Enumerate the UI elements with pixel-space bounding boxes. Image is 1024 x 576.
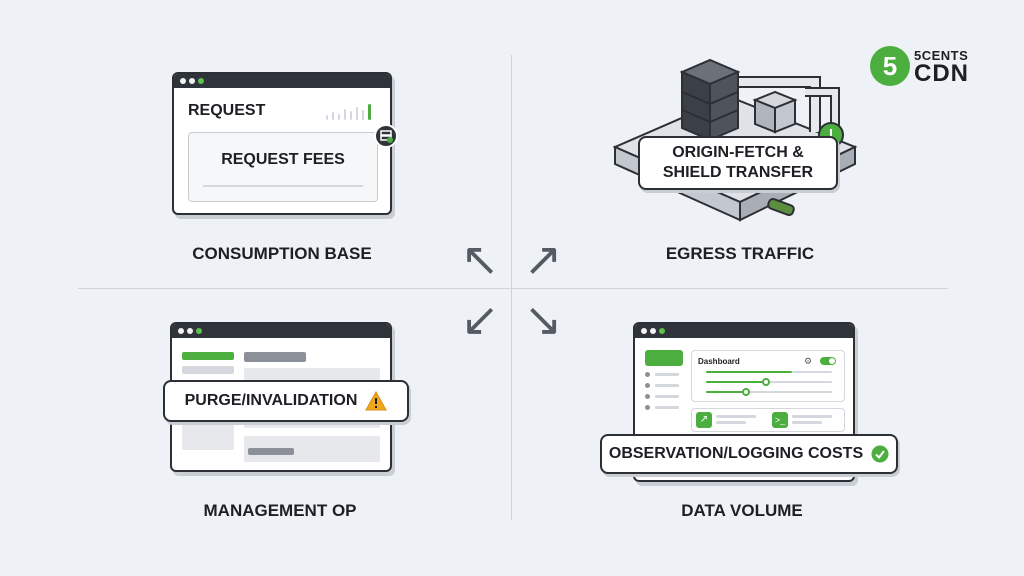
horizontal-divider xyxy=(78,288,948,289)
vertical-divider xyxy=(511,55,512,520)
request-fees-label: REQUEST FEES xyxy=(221,151,345,168)
request-fees-card: REQUEST FEES xyxy=(188,132,378,202)
toggle-switch xyxy=(820,357,836,365)
origin-fetch-line1: ORIGIN-FETCH & xyxy=(672,144,804,161)
check-circle-icon xyxy=(871,445,889,463)
arrow-down-right-icon: ↘ xyxy=(523,293,563,345)
trend-icon: ↗ xyxy=(696,412,712,428)
arrow-down-left-icon: ↙ xyxy=(460,293,500,345)
arrow-up-left-icon: ↖ xyxy=(460,233,500,285)
logo-mark: 5 xyxy=(870,46,910,86)
purge-invalidation-pill: PURGE/INVALIDATION xyxy=(163,380,409,422)
warning-icon xyxy=(365,391,388,411)
dashboard-stats-row: ↗ >_ xyxy=(691,408,845,432)
logo-text-top: 5CENTS xyxy=(914,48,969,63)
server-clock-icon xyxy=(374,124,398,148)
caption-data-volume: DATA VOLUME xyxy=(681,501,803,520)
mini-bar-graph xyxy=(326,104,382,120)
observation-logging-label: OBSERVATION/LOGGING COSTS xyxy=(608,445,864,462)
origin-fetch-pill: ORIGIN-FETCH & SHIELD TRANSFER xyxy=(638,136,838,190)
caption-consumption-base: CONSUMPTION BASE xyxy=(192,244,372,263)
window-titlebar xyxy=(635,324,853,338)
request-window-title: REQUEST xyxy=(188,102,266,119)
window-titlebar xyxy=(174,74,390,88)
caption-management-op: MANAGEMENT OP xyxy=(203,501,357,520)
logo-text-bottom: CDN xyxy=(914,60,969,87)
dashboard-panel: Dashboard ⚙ xyxy=(691,350,845,402)
window-titlebar xyxy=(172,324,390,338)
gear-icon: ⚙ xyxy=(804,356,813,366)
purge-invalidation-label: PURGE/INVALIDATION xyxy=(184,392,358,409)
origin-fetch-line2: SHIELD TRANSFER xyxy=(662,164,814,181)
dashboard-title: Dashboard xyxy=(698,357,740,366)
dashboard-sidebar xyxy=(645,372,685,410)
observation-logging-pill: OBSERVATION/LOGGING COSTS xyxy=(600,434,898,474)
request-window: REQUEST REQUEST FEES xyxy=(172,72,392,215)
logo: 5 5CENTS CDN xyxy=(870,46,990,90)
caption-egress-traffic: EGRESS TRAFFIC xyxy=(665,244,815,263)
arrow-up-right-icon: ↗ xyxy=(523,233,563,285)
terminal-icon: >_ xyxy=(772,412,788,428)
